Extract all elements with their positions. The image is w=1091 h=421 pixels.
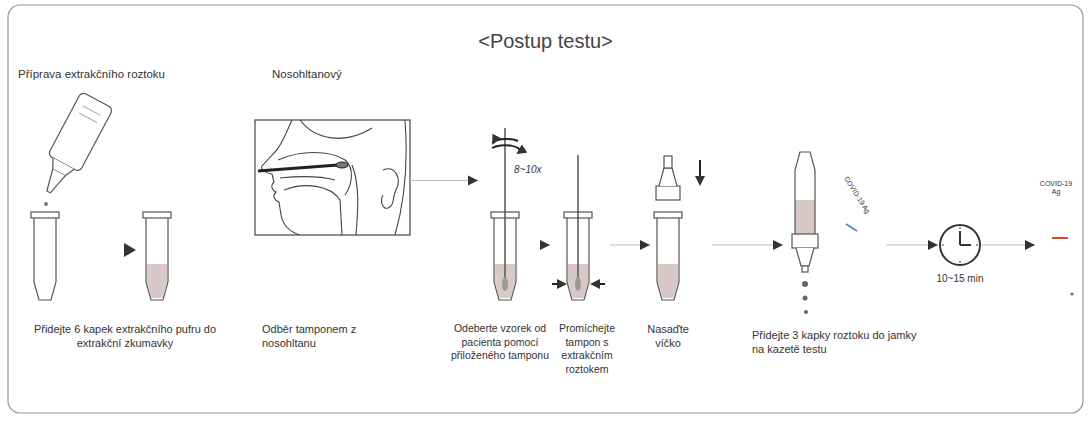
step-caption: Přidejte 6 kapek extrakčního pufru do ex… — [30, 322, 220, 351]
step-caption: Nasaďte víčko — [638, 322, 698, 351]
step-caption: Nosohltanový — [272, 67, 392, 82]
flow-arrow — [982, 245, 1035, 246]
flow-arrow — [540, 245, 550, 246]
step-panel: 8~10xOdeberte vzorek od pacienta pomocí … — [478, 126, 540, 304]
step-panel: COVID-19 Ag — [838, 172, 886, 252]
dropper-cap — [656, 156, 680, 200]
cassette-label: COVID-19 Ag — [842, 175, 875, 222]
picture-box: NosohltanovýOdběr tamponem z nosohltanu — [255, 120, 410, 235]
step-caption: Odeberte vzorek od pacienta pomocí přilo… — [449, 322, 551, 363]
step-panel: Příprava extrakčního roztokuPřidejte 6 k… — [22, 92, 187, 307]
flow-arrow — [410, 180, 478, 181]
step-arrow — [124, 243, 136, 257]
step-panel: Přidejte 3 kapky roztoku do jamky na kaz… — [783, 145, 828, 320]
outer-frame — [8, 5, 1083, 413]
flow-arrow — [886, 245, 938, 246]
diagram-title: <Postup testu> — [0, 30, 1091, 53]
step-caption: 10~15 min — [928, 272, 992, 285]
step-caption: Odběr tamponem z nosohltanu — [262, 322, 374, 351]
cassette-label: COVID-19 Ag — [1037, 180, 1075, 196]
step-panel: Nasaďte víčko — [650, 150, 712, 304]
step-caption: 8~10x — [514, 163, 554, 176]
step-panel: COVID-19 Ag — [1035, 176, 1080, 302]
flow-arrow — [712, 245, 783, 246]
flow-arrow — [610, 245, 650, 246]
buffer-bottle — [33, 92, 114, 201]
step-caption: Přidejte 3 kapky roztoku do jamky na kaz… — [752, 328, 920, 357]
step-caption: Příprava extrakčního roztoku — [18, 67, 248, 82]
step-panel: Promíchejte tampon s extrakčním roztokem — [550, 150, 610, 304]
step-panel: 10~15 min — [938, 223, 982, 267]
head-profile — [258, 120, 406, 235]
step-caption: Promíchejte tampon s extrakčním roztokem — [554, 322, 620, 377]
